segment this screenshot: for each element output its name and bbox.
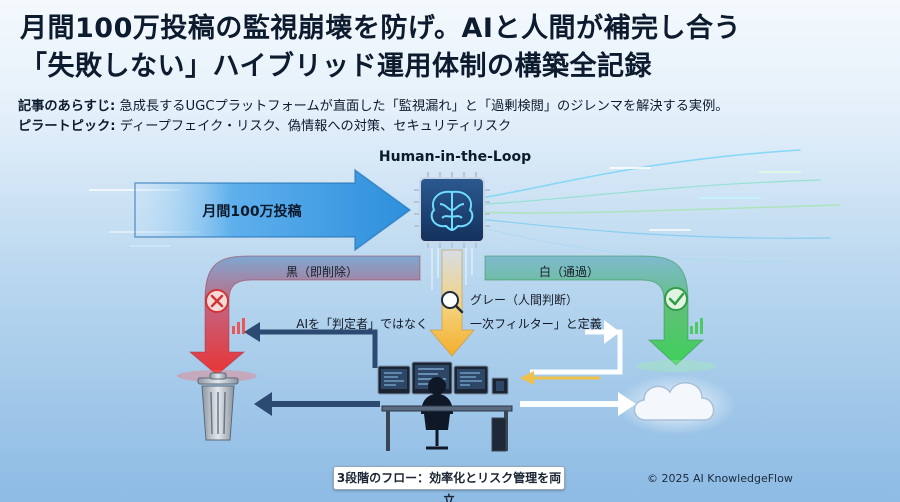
trash-bin-icon <box>197 372 239 441</box>
green-glow <box>636 360 716 372</box>
white-path-arrow <box>484 255 705 366</box>
note-right: 一次フィルター」と定義 <box>470 316 602 331</box>
summary-line: 記事のあらすじ: 急成長するUGCプラットフォームが直面した「監視漏れ」と「過剰… <box>18 95 728 114</box>
brain-chip-icon <box>414 172 490 248</box>
note-left: AIを「判定者」ではなく <box>296 316 428 331</box>
feedback-arrow-upper-right <box>530 329 623 375</box>
diagram-heading: Human-in-the-Loop <box>379 149 531 165</box>
magnifier-icon <box>441 291 464 314</box>
black-path-arrow <box>188 255 421 376</box>
related-topics-line: ピラートピック: ディープフェイク・リスク、偽情報への対策、セキュリティリスク <box>18 115 511 134</box>
related-text: ディープフェイク・リスク、偽情報への対策、セキュリティリスク <box>119 119 512 134</box>
title-line-2: 「失敗しない」ハイブリッド運用体制の構築全記録 <box>20 51 652 82</box>
gray-return-head <box>520 371 534 385</box>
summary-label: 記事のあらすじ: <box>18 99 116 114</box>
gray-stream-lines <box>431 248 473 290</box>
input-arrow <box>134 168 412 252</box>
gray-path-label: グレー（人間判断） <box>470 292 578 307</box>
copyright: © 2025 AI KnowledgeFlow <box>647 472 793 485</box>
delete-arrow-head <box>254 392 272 416</box>
x-circle-icon <box>205 289 229 313</box>
black-path-label: 黒（即削除） <box>286 264 358 279</box>
check-circle-icon <box>664 287 688 311</box>
data-stream-lines <box>469 149 841 263</box>
title-line-1: 月間100万投稿の監視崩壊を防げ。AIと人間が補完し合う <box>20 13 741 44</box>
summary-text: 急成長するUGCプラットフォームが直面した「監視漏れ」と「過剰検閲」のジレンマを… <box>119 99 729 114</box>
related-label: ピラートピック: <box>18 119 116 134</box>
flow-caption: 3段階のフロー：効率化とリスク管理を両立 <box>333 466 565 502</box>
feedback-arrow-upper-left-head <box>244 322 260 342</box>
input-arrow-label: 月間100万投稿 <box>201 203 301 220</box>
cloud-icon <box>616 375 736 435</box>
feedback-arrow-upper-left <box>258 329 378 368</box>
white-path-label: 白（通過） <box>539 264 599 279</box>
operator-desk-icon <box>377 361 513 452</box>
red-level-bars <box>232 318 245 334</box>
feedback-arrow-upper-right-head <box>604 320 620 344</box>
green-level-bars <box>690 318 703 334</box>
